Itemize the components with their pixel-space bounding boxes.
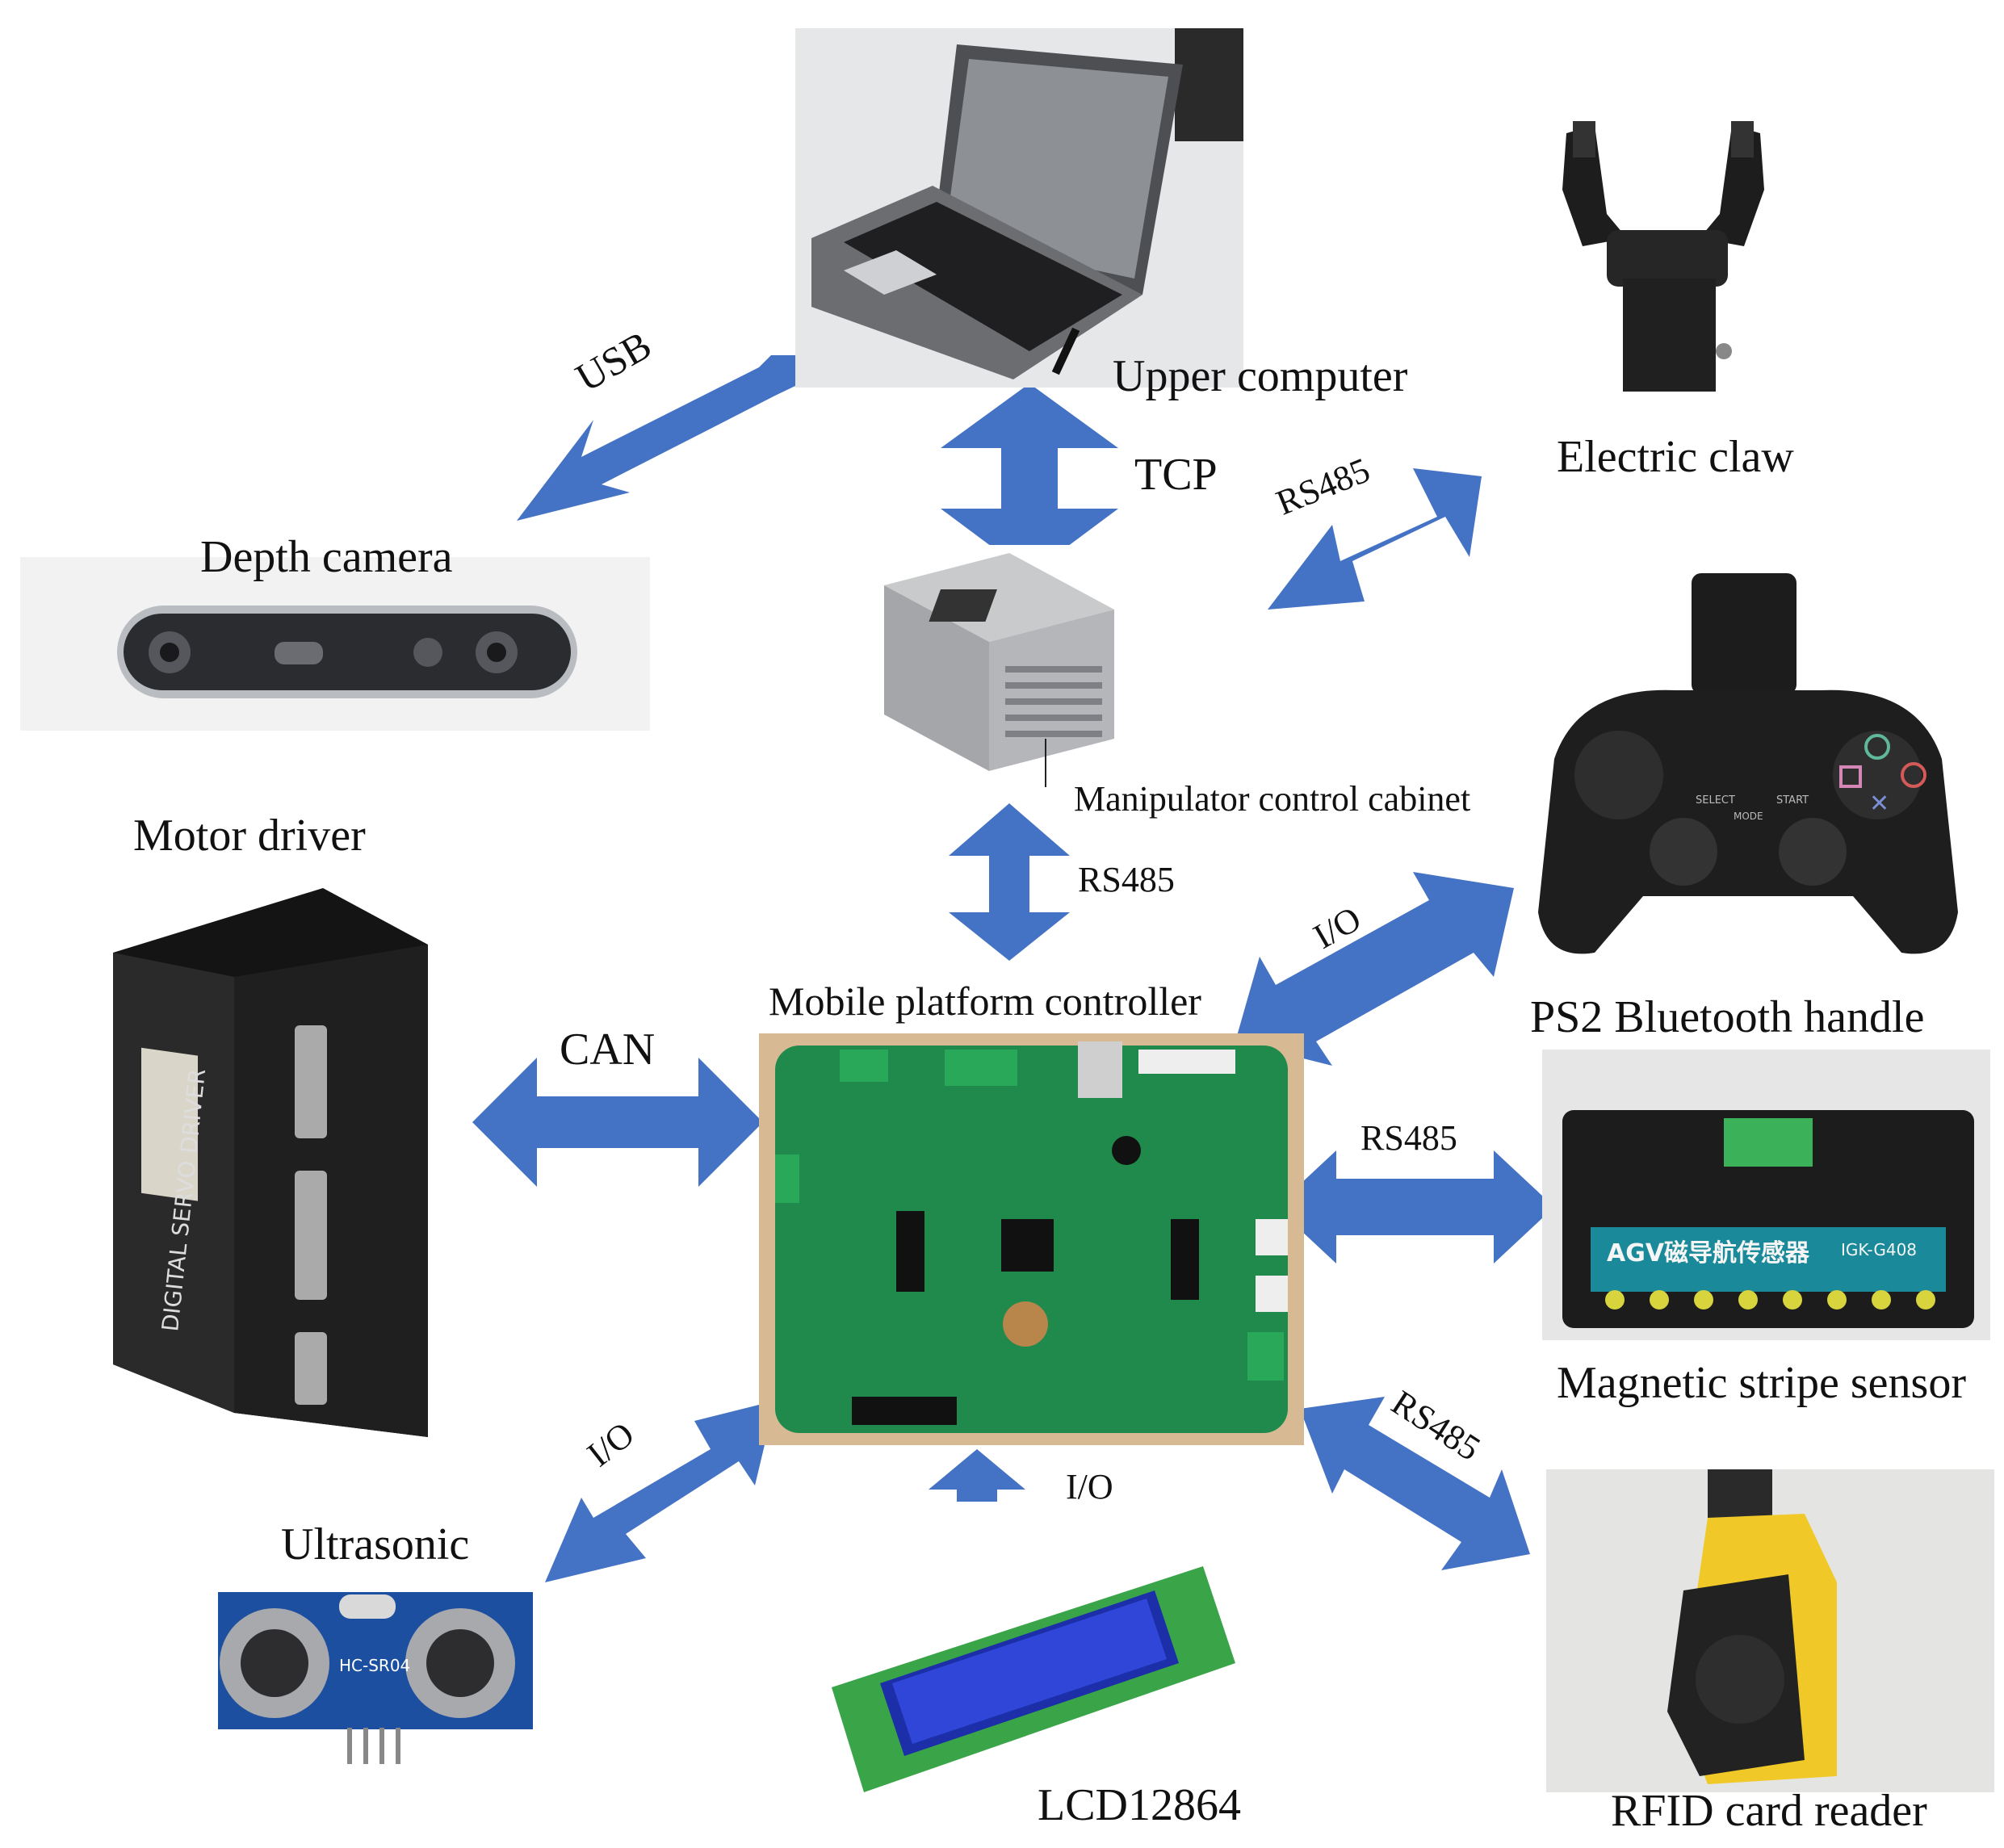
lcd-display-icon bbox=[815, 1502, 1243, 1800]
usb-arrow bbox=[517, 355, 799, 521]
laptop-icon bbox=[795, 28, 1243, 388]
motor-driver-label: Motor driver bbox=[133, 811, 366, 861]
rfid-reader-icon bbox=[1546, 1469, 1994, 1792]
can-arrow bbox=[472, 1058, 763, 1187]
rs485-cabinet-arrow bbox=[949, 803, 1070, 961]
tcp-arrow bbox=[941, 383, 1118, 575]
rs485-cabinet-label: RS485 bbox=[1078, 860, 1175, 899]
rs485-claw-arrow bbox=[1268, 468, 1482, 610]
ps2-select-label: SELECT bbox=[1696, 794, 1735, 807]
io-lcd-label: I/O bbox=[1066, 1467, 1113, 1506]
ultrasonic-label: Ultrasonic bbox=[281, 1519, 470, 1569]
agv-model-text: IGK-G408 bbox=[1841, 1240, 1917, 1259]
io-ultrasonic-arrow bbox=[545, 1401, 775, 1582]
tcp-label: TCP bbox=[1134, 450, 1218, 500]
control-cabinet-icon bbox=[868, 545, 1134, 787]
rs485-magnetic-arrow bbox=[1276, 1150, 1554, 1263]
manipulator-cabinet-label: Manipulator control cabinet bbox=[1074, 779, 1471, 819]
depth-camera-label: Depth camera bbox=[200, 532, 453, 582]
ps2-start-label: START bbox=[1776, 794, 1809, 807]
gamepad-icon: ✕ SELECT START MODE bbox=[1530, 573, 1966, 977]
rfid-label: RFID card reader bbox=[1611, 1786, 1927, 1836]
can-label: CAN bbox=[560, 1025, 656, 1075]
ps2-mode-label: MODE bbox=[1734, 811, 1763, 822]
servo-driver-icon: DIGITAL SERVO DRIVER bbox=[97, 880, 436, 1437]
controller-board-icon bbox=[759, 1033, 1304, 1445]
rs485-magnetic-label: RS485 bbox=[1360, 1118, 1457, 1158]
ultrasonic-model-text: HC-SR04 bbox=[339, 1656, 410, 1675]
magnetic-sensor-icon: AGV磁导航传感器 IGK-G408 bbox=[1542, 1050, 1990, 1340]
depth-camera-icon bbox=[20, 557, 650, 731]
ps2-handle-label: PS2 Bluetooth handle bbox=[1530, 992, 1925, 1042]
svg-text:✕: ✕ bbox=[1869, 790, 1889, 818]
agv-sensor-text: AGV磁导航传感器 bbox=[1607, 1239, 1810, 1268]
rs485-rfid-arrow bbox=[1300, 1397, 1530, 1570]
electric-claw-label: Electric claw bbox=[1557, 432, 1794, 482]
lcd-label: LCD12864 bbox=[1038, 1780, 1241, 1830]
upper-computer-label: Upper computer bbox=[1113, 351, 1408, 401]
electric-claw-icon bbox=[1550, 117, 1776, 408]
magnetic-sensor-label: Magnetic stripe sensor bbox=[1557, 1358, 1966, 1408]
mobile-platform-controller-label: Mobile platform controller bbox=[769, 978, 1201, 1024]
ultrasonic-sensor-icon: HC-SR04 bbox=[214, 1582, 537, 1768]
io-ps2-arrow bbox=[1235, 872, 1514, 1066]
